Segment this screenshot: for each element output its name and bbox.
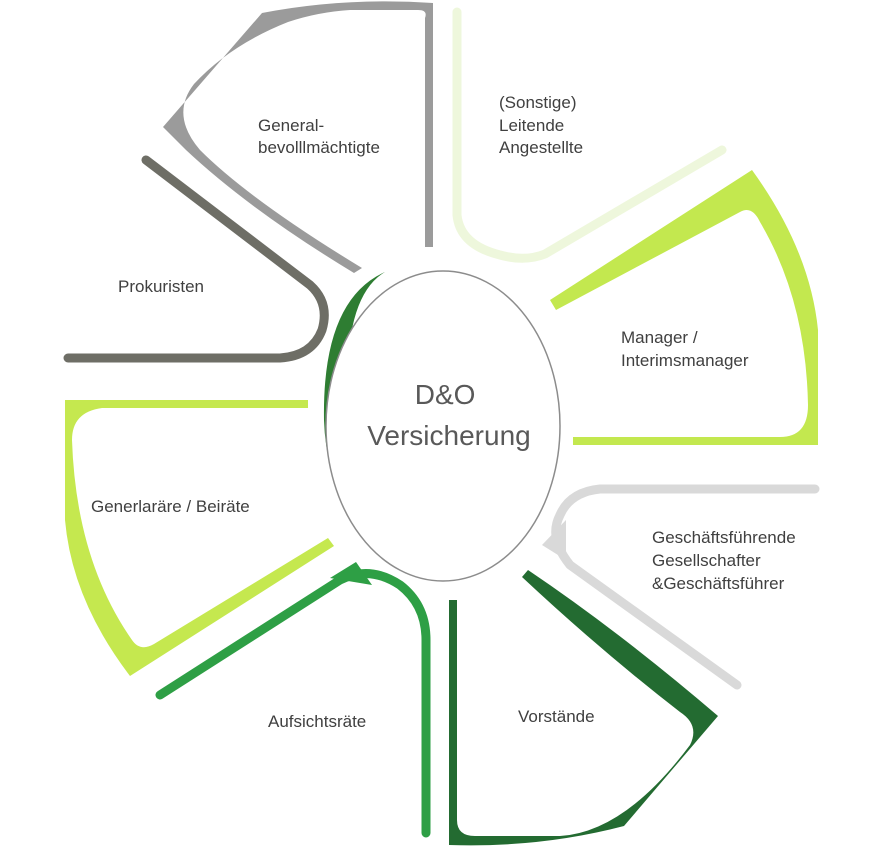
generalbevollmaechtigte-label: General- bevolllmächtigte — [258, 116, 380, 157]
geschaeftsfuehrende-line-1: Geschäftsführende — [652, 528, 796, 547]
geschaeftsfuehrende-line-2: Gesellschafter — [652, 551, 761, 570]
vorstaende-line-1: Vorstände — [518, 707, 595, 726]
vorstaende-shape — [449, 570, 718, 846]
prokuristen-shape — [63, 155, 329, 363]
leitende-angestellte-line-3: Angestellte — [499, 138, 583, 157]
manager-shape — [550, 170, 818, 445]
segment-aufsichtsraete: Aufsichtsräte — [155, 562, 431, 838]
segment-generalraete: Generlaräre / Beiräte — [65, 400, 334, 676]
manager-label: Manager / Interimsmanager — [621, 328, 749, 370]
aufsichtsraete-label: Aufsichtsräte — [268, 712, 366, 731]
geschaeftsfuehrende-line-3: &Geschäftsführer — [652, 574, 785, 593]
aufsichtsraete-shape — [155, 569, 431, 838]
center-title-line-2: Versicherung — [367, 420, 530, 451]
generalbevollmaechtigte-line-1: General- — [258, 116, 324, 135]
center-title: D&O Versicherung — [367, 379, 530, 451]
segment-prokuristen: Prokuristen — [63, 155, 329, 363]
generalbevollmaechtigte-line-2: bevolllmächtigte — [258, 138, 380, 157]
generalraete-label: Generlaräre / Beiräte — [91, 497, 250, 516]
geschaeftsfuehrende-label: Geschäftsführende Gesellschafter &Geschä… — [652, 528, 800, 593]
vorstaende-label: Vorstände — [518, 707, 595, 726]
leitende-angestellte-line-2: Leitende — [499, 116, 564, 135]
manager-line-2: Interimsmanager — [621, 351, 749, 370]
segment-geschaeftsfuehrende: Geschäftsführende Gesellschafter &Geschä… — [542, 484, 820, 690]
leitende-angestellte-shape — [452, 7, 727, 263]
segment-manager: Manager / Interimsmanager — [550, 170, 818, 445]
manager-line-1: Manager / — [621, 328, 698, 347]
segment-leitende-angestellte: (Sonstige) Leitende Angestellte — [452, 7, 727, 263]
prokuristen-label: Prokuristen — [118, 277, 204, 296]
segment-vorstaende: Vorstände — [449, 570, 718, 846]
leitende-angestellte-line-1: (Sonstige) — [499, 93, 576, 112]
geschaeftsfuehrende-tip — [542, 520, 566, 560]
prokuristen-line-1: Prokuristen — [118, 277, 204, 296]
center-circle: D&O Versicherung — [323, 270, 561, 582]
aufsichtsraete-line-1: Aufsichtsräte — [268, 712, 366, 731]
aufsichtsraete-tip — [330, 562, 372, 585]
segment-generalbevollmaechtigte: General- bevolllmächtigte — [163, 1, 433, 273]
leitende-angestellte-label: (Sonstige) Leitende Angestellte — [499, 93, 583, 157]
center-title-line-1: D&O — [415, 379, 476, 410]
center-ellipse — [325, 270, 561, 582]
generalraete-line-1: Generlaräre / Beiräte — [91, 497, 250, 516]
generalraete-shape — [65, 400, 334, 676]
